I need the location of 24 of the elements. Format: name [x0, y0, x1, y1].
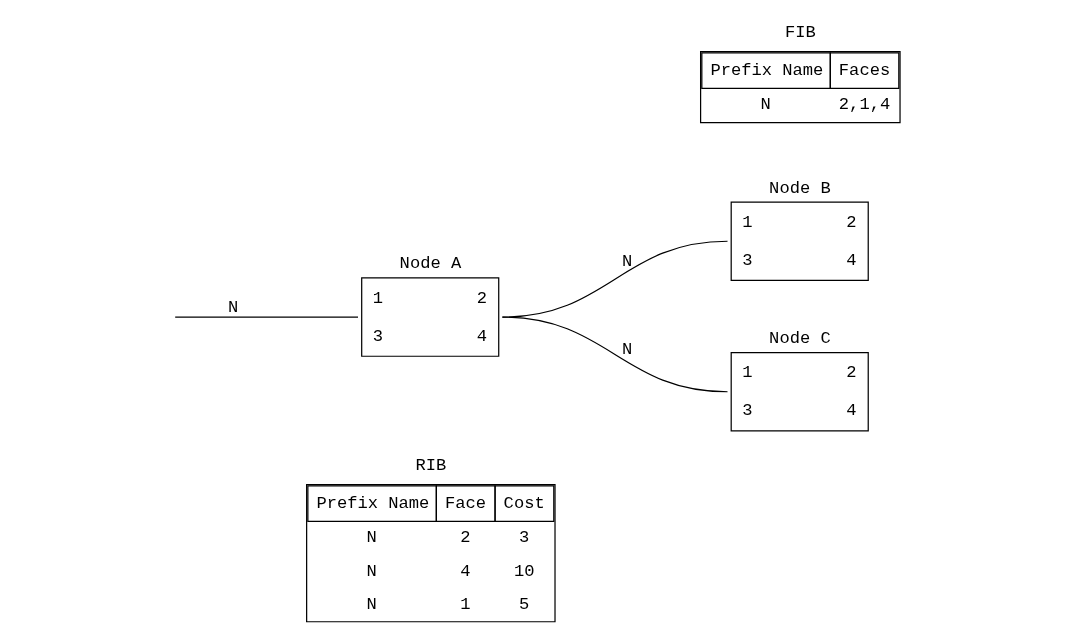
node-label: Node C	[769, 329, 831, 349]
node-label: Node A	[399, 254, 462, 274]
label: 4	[460, 561, 471, 581]
label: 5	[518, 594, 530, 614]
label: FIB	[785, 23, 816, 43]
label: Face	[444, 494, 486, 514]
label: Cost	[503, 494, 545, 514]
label: N	[366, 528, 377, 548]
label: Faces	[838, 61, 891, 81]
edge-label: N	[622, 340, 633, 360]
label: N	[760, 95, 771, 115]
edge-label: N	[228, 298, 239, 318]
edge-label: N	[622, 251, 633, 271]
label: 3	[518, 528, 530, 548]
label: 10	[514, 561, 535, 581]
label: Prefix Name	[316, 494, 430, 514]
label: RIB	[415, 456, 447, 476]
label: 2	[460, 528, 471, 548]
label: 1	[460, 594, 471, 614]
label: N	[366, 561, 377, 581]
label: 2,1,4	[838, 95, 891, 115]
label: N	[366, 594, 377, 614]
node-label: Node B	[769, 178, 831, 198]
label: Prefix Name	[710, 61, 824, 81]
